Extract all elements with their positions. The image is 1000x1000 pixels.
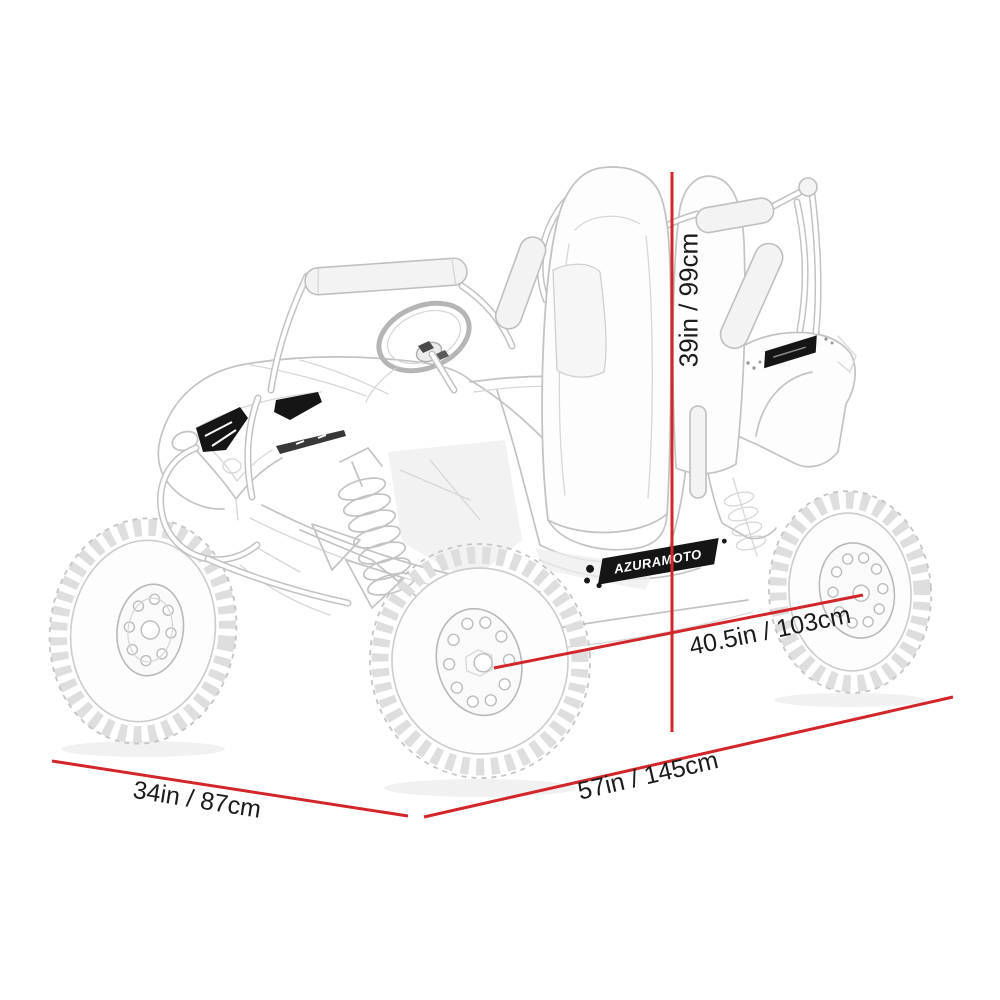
mid-diagonal-pad: [494, 236, 547, 330]
brand-decal: AZURAMOTO: [584, 538, 727, 589]
roll-cage: [161, 177, 819, 603]
rear-right-wheel: [767, 490, 933, 694]
height-dimension-label: 39in / 99cm: [673, 232, 704, 368]
vehicle-line-art: AZURAMOTO: [48, 166, 933, 797]
length-dimension-line: [423, 695, 954, 819]
wheelbase-dimension-line: [493, 593, 864, 670]
rear-fender-decal: [746, 335, 834, 370]
rear-diagonal-pad: [719, 242, 784, 350]
rear-seat: [672, 175, 746, 499]
front-left-wheel: [48, 517, 238, 745]
steering-wheel: [365, 300, 472, 403]
seat: [535, 166, 672, 590]
hood-decals: [196, 392, 346, 454]
dimension-lines: [51, 172, 954, 819]
rear-coil-spring: [723, 477, 767, 557]
width-dimension-line: [51, 759, 409, 818]
body-panels: [157, 331, 857, 582]
rear-cage-pad: [695, 197, 775, 234]
front-cage-pad: [304, 257, 468, 296]
rear-left-wheel: [369, 543, 591, 779]
